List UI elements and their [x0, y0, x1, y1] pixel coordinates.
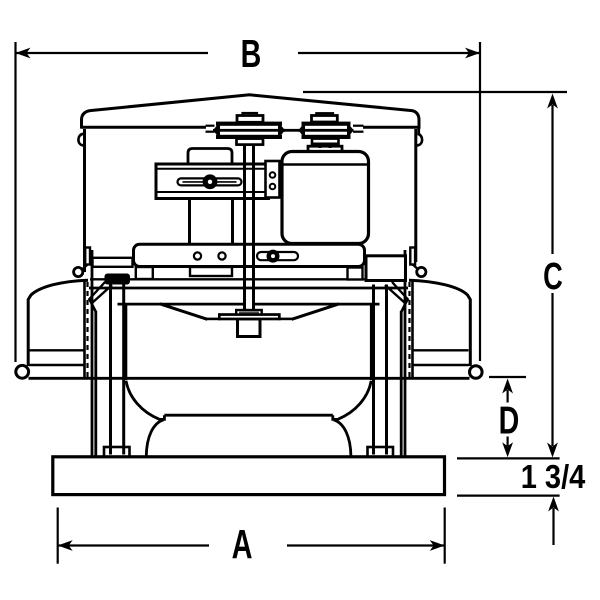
- svg-text:C: C: [543, 255, 563, 297]
- svg-text:D: D: [499, 399, 520, 442]
- svg-text:1 3/4: 1 3/4: [521, 458, 586, 495]
- svg-text:A: A: [232, 522, 253, 567]
- svg-text:B: B: [241, 33, 262, 76]
